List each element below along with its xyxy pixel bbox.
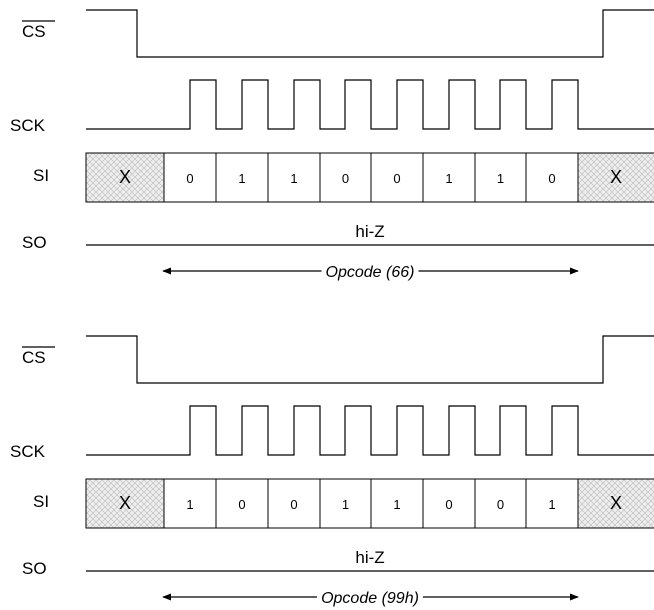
timing-panel-1: CS SCK SI X 0 1 1 0 0 1 1 0 X SO hi-Z Opcode (66) (10, 9, 654, 281)
sck-label: SCK (10, 442, 46, 461)
so-label: SO (22, 559, 47, 578)
si-bit-value: 1 (186, 497, 193, 512)
si-bit-value: 0 (238, 497, 245, 512)
si-bit-cell (474, 478, 527, 529)
sck-waveform (86, 405, 654, 456)
si-dont-care-label: X (610, 167, 622, 187)
si-bit-value: 1 (393, 497, 400, 512)
si-dont-care-label: X (119, 167, 131, 187)
timing-panel-2: CS SCK SI X 1 0 0 1 1 0 0 1 X SO hi-Z Opcode (99h) (10, 335, 654, 607)
si-bit-cell (163, 152, 217, 203)
si-bit-cell (525, 152, 579, 203)
si-bit-cell (422, 478, 476, 529)
si-bit-cell (370, 152, 424, 203)
cs-waveform (86, 335, 654, 384)
si-bit-value: 0 (497, 497, 504, 512)
si-bit-cell (370, 478, 424, 529)
opcode-label: Opcode (99h) (321, 590, 419, 607)
si-bit-value: 1 (342, 497, 349, 512)
si-bit-value: 1 (445, 171, 452, 186)
si-label: SI (33, 166, 49, 185)
si-bit-value: 1 (548, 497, 555, 512)
cs-label: CS (22, 348, 46, 367)
cs-label: CS (22, 22, 46, 41)
si-bit-value: 0 (186, 171, 193, 186)
so-state-label: hi-Z (355, 548, 384, 567)
si-bit-cell (267, 478, 321, 529)
si-dont-care-cell (85, 478, 165, 529)
si-dont-care-label: X (610, 493, 622, 513)
si-bit-value: 1 (290, 171, 297, 186)
so-label: SO (22, 233, 47, 252)
si-bit-value: 0 (548, 171, 555, 186)
si-bit-value: 0 (290, 497, 297, 512)
si-bit-value: 1 (497, 171, 504, 186)
si-bit-value: 0 (393, 171, 400, 186)
si-label: SI (33, 492, 49, 511)
si-bit-value: 0 (342, 171, 349, 186)
si-bit-cell (215, 152, 269, 203)
si-bit-value: 1 (238, 171, 245, 186)
cs-waveform (86, 9, 654, 58)
sck-waveform (86, 79, 654, 130)
so-state-label: hi-Z (355, 222, 384, 241)
si-bit-cell (525, 478, 579, 529)
si-dont-care-label: X (119, 493, 131, 513)
si-bit-value: 0 (445, 497, 452, 512)
si-dont-care-cell (577, 478, 654, 529)
si-bit-cell (163, 478, 217, 529)
sck-label: SCK (10, 116, 46, 135)
opcode-label: Opcode (66) (326, 264, 415, 281)
si-dont-care-cell (577, 152, 654, 203)
